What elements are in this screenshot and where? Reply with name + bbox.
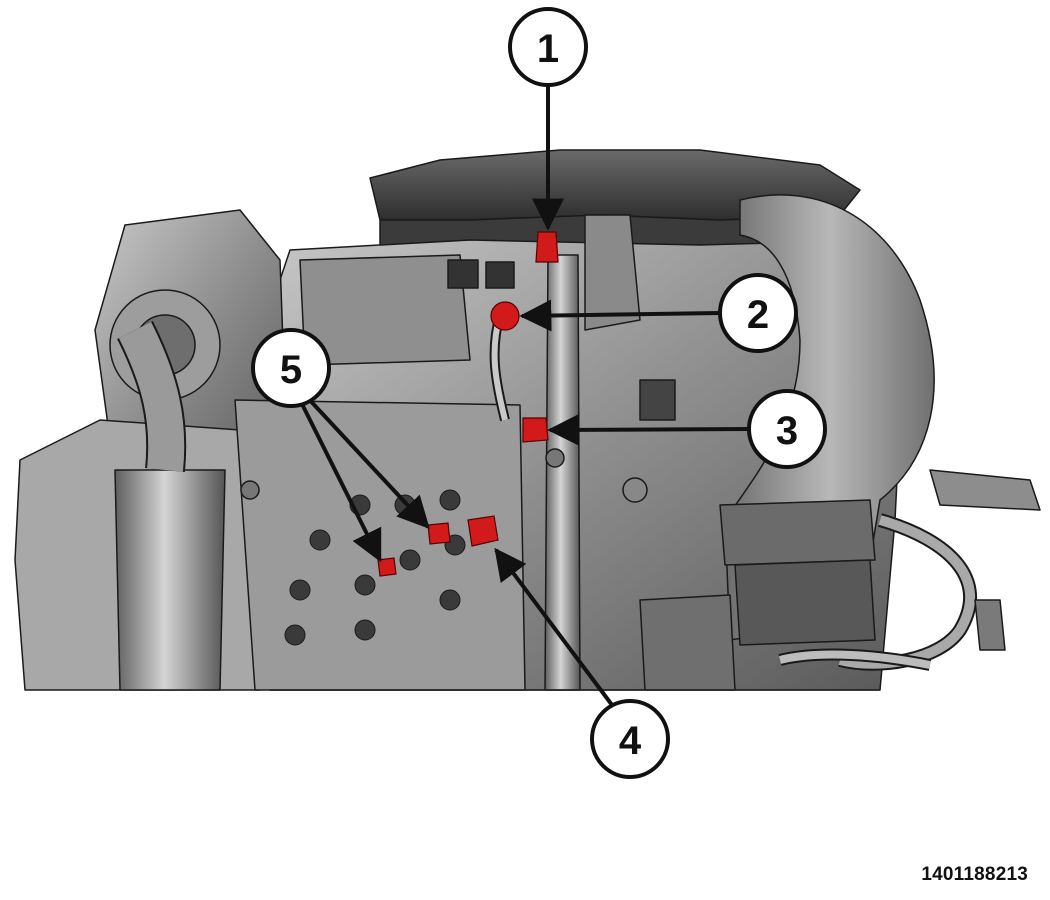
callout-2-label: 2 xyxy=(747,293,769,337)
callout-5-label: 5 xyxy=(280,348,302,392)
highlighted-parts xyxy=(377,231,559,577)
part-3-highlight xyxy=(522,417,549,443)
callouts: 1 2 3 4 5 xyxy=(251,7,827,779)
callout-1-label: 1 xyxy=(537,27,559,71)
leader-2 xyxy=(519,299,721,332)
callout-3: 3 xyxy=(747,389,827,469)
callout-1: 1 xyxy=(508,7,588,87)
part-1-highlight xyxy=(535,231,559,263)
part-2-highlight xyxy=(490,301,520,331)
part-5a-highlight xyxy=(427,522,451,545)
leader-lines xyxy=(298,86,749,707)
leader-5a xyxy=(303,393,430,529)
leader-3 xyxy=(547,413,749,446)
engine-illustration xyxy=(14,149,1041,691)
callout-2: 2 xyxy=(718,273,798,353)
callout-4: 4 xyxy=(590,699,670,779)
part-4-highlight xyxy=(467,515,499,547)
figure-id: 1401188213 xyxy=(921,864,1028,885)
leader-4 xyxy=(494,547,614,707)
callout-3-label: 3 xyxy=(776,409,798,453)
leader-5b xyxy=(298,399,382,563)
part-5b-highlight xyxy=(377,557,397,577)
callout-5: 5 xyxy=(251,328,331,408)
callout-4-label: 4 xyxy=(619,719,642,763)
